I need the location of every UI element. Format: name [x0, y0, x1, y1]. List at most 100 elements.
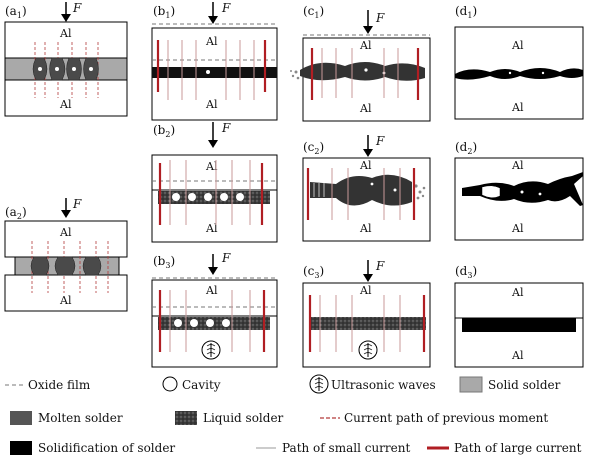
- al-label: Al: [59, 98, 72, 111]
- al-label: Al: [205, 160, 218, 173]
- panel-label-d2: (d2): [455, 140, 477, 156]
- force-label: F: [221, 121, 231, 135]
- solidified-solder-layer: [455, 68, 583, 80]
- panel-label-b2: (b2): [153, 123, 175, 139]
- al-label: Al: [59, 226, 72, 239]
- force-label: F: [375, 134, 385, 148]
- small-current-paths: [331, 168, 401, 220]
- al-label: Al: [59, 27, 72, 40]
- legend-oxide-film: Oxide film: [28, 378, 91, 392]
- al-label: Al: [205, 284, 218, 297]
- panel-d3: (d3) Al Al: [454, 264, 584, 368]
- panel-d2: (d2) Al Al: [454, 140, 584, 241]
- legend-swatch-solidification: [10, 441, 32, 455]
- al-label: Al: [511, 159, 524, 172]
- panel-label-d1: (d1): [455, 4, 477, 20]
- legend-large-current: Path of large current: [454, 441, 582, 455]
- panel-label-a1: (a1): [5, 4, 27, 20]
- expelled-oxide: [414, 184, 426, 200]
- legend-swatch-solid-solder: [459, 376, 483, 393]
- legend-solid-solder: Solid solder: [488, 378, 561, 392]
- legend-cavity: Cavity: [182, 378, 221, 392]
- force-label: F: [221, 1, 231, 15]
- ultrasonic-wave-icon: [358, 340, 378, 360]
- small-current-paths: [167, 40, 255, 100]
- panel-label-d3: (d3): [455, 264, 477, 280]
- force-label: F: [72, 197, 82, 211]
- small-current-paths: [321, 48, 399, 98]
- cavity-icon: [508, 71, 545, 75]
- al-block-bottom: [4, 79, 128, 117]
- cavity-icon: [481, 185, 501, 198]
- cavity-icon: [206, 70, 210, 74]
- small-current-paths: [319, 295, 401, 352]
- al-label: Al: [205, 35, 218, 48]
- solid-solder-layer: [4, 57, 128, 81]
- al-label: Al: [359, 159, 372, 172]
- ultrasonic-wave-icon: [309, 374, 329, 394]
- expelled-oxide: [290, 70, 300, 80]
- panel-label-c1: (c1): [303, 4, 324, 20]
- molten-solder-columns: [30, 256, 102, 276]
- panel-b1: (b1) F Al Al: [151, 1, 278, 121]
- al-label: Al: [511, 39, 524, 52]
- solder-layer: [152, 67, 277, 78]
- al-label: Al: [511, 222, 524, 235]
- cavity-icon: [174, 319, 230, 327]
- legend-small-current: Path of small current: [282, 441, 410, 455]
- al-label: Al: [59, 294, 72, 307]
- panel-label-b1: (b1): [153, 4, 175, 20]
- large-current-paths: [158, 290, 266, 352]
- al-label: Al: [359, 102, 372, 115]
- al-block-top: [4, 220, 128, 258]
- large-current-paths: [158, 163, 264, 225]
- panel-b3: (b3) F Al: [151, 251, 278, 368]
- small-current-paths: [169, 290, 251, 352]
- panel-c3: (c3) F Al: [302, 259, 431, 368]
- panel-a2: (a2) F Al Al: [4, 197, 128, 312]
- force-label: F: [221, 251, 231, 265]
- panel-a1: (a1) F Al Al: [4, 1, 128, 117]
- legend-swatch-molten-solder: [10, 411, 32, 425]
- panel-label-b3: (b3): [153, 254, 175, 270]
- large-current-paths: [306, 168, 416, 220]
- large-current-paths: [156, 40, 267, 92]
- panel-c2: (c2) F Al Al: [302, 134, 431, 242]
- cavity-icon: [370, 182, 397, 192]
- legend-liquid-solder: Liquid solder: [203, 411, 284, 425]
- large-current-paths: [310, 48, 420, 100]
- cavity-icon: [520, 190, 542, 196]
- panel-b2: (b2) F Al Al: [151, 121, 278, 243]
- panel-label-c3: (c3): [303, 264, 324, 280]
- small-current-paths: [169, 160, 251, 225]
- legend: Oxide film Cavity Ultrasonic waves Solid…: [5, 374, 582, 455]
- ultrasonic-wave-icon: [201, 340, 221, 360]
- al-label: Al: [511, 349, 524, 362]
- molten-solder-layer: [310, 174, 412, 206]
- molten-solder-layer: [300, 62, 425, 81]
- force-label: F: [375, 259, 385, 273]
- solidified-solder-layer: [462, 318, 576, 332]
- panel-label-c2: (c2): [303, 140, 324, 156]
- panel-d1: (d1) Al Al: [454, 4, 584, 120]
- al-label: Al: [511, 286, 524, 299]
- al-label: Al: [511, 101, 524, 114]
- legend-molten-solder: Molten solder: [38, 411, 123, 425]
- al-label: Al: [205, 98, 218, 111]
- legend-solidification: Solidification of solder: [38, 441, 175, 455]
- force-label: F: [375, 11, 385, 25]
- al-label: Al: [359, 222, 372, 235]
- cavity-icon: [38, 67, 93, 71]
- cavity-icon: [162, 376, 178, 392]
- large-current-paths: [308, 295, 426, 352]
- legend-swatch-liquid-solder: [175, 411, 197, 425]
- al-block-bottom: [4, 274, 128, 312]
- al-label: Al: [359, 39, 372, 52]
- legend-previous-current: Current path of previous moment: [344, 411, 548, 425]
- force-label: F: [72, 1, 82, 15]
- legend-ultrasonic: Ultrasonic waves: [331, 378, 436, 392]
- cavity-icon: [172, 193, 244, 201]
- al-label: Al: [359, 284, 372, 297]
